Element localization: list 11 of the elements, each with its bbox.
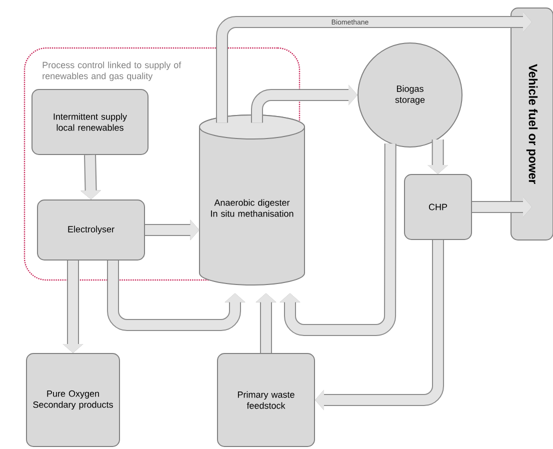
block-arrow xyxy=(280,144,396,336)
block-arrow xyxy=(251,84,358,123)
digester-tank: Anaerobic digester In situ methanisation xyxy=(199,114,305,286)
process-box: CHP xyxy=(404,174,472,240)
block-arrow xyxy=(216,12,532,123)
output-box: Vehicle fuel or power xyxy=(510,8,553,240)
process-box: Primary waste feedstock xyxy=(217,353,315,447)
block-arrow xyxy=(315,240,444,410)
process-box: Electrolyser xyxy=(37,200,145,260)
process-box: Pure Oxygen Secondary products xyxy=(26,353,120,447)
process-box: Intermittent supply local renewables xyxy=(32,89,148,155)
